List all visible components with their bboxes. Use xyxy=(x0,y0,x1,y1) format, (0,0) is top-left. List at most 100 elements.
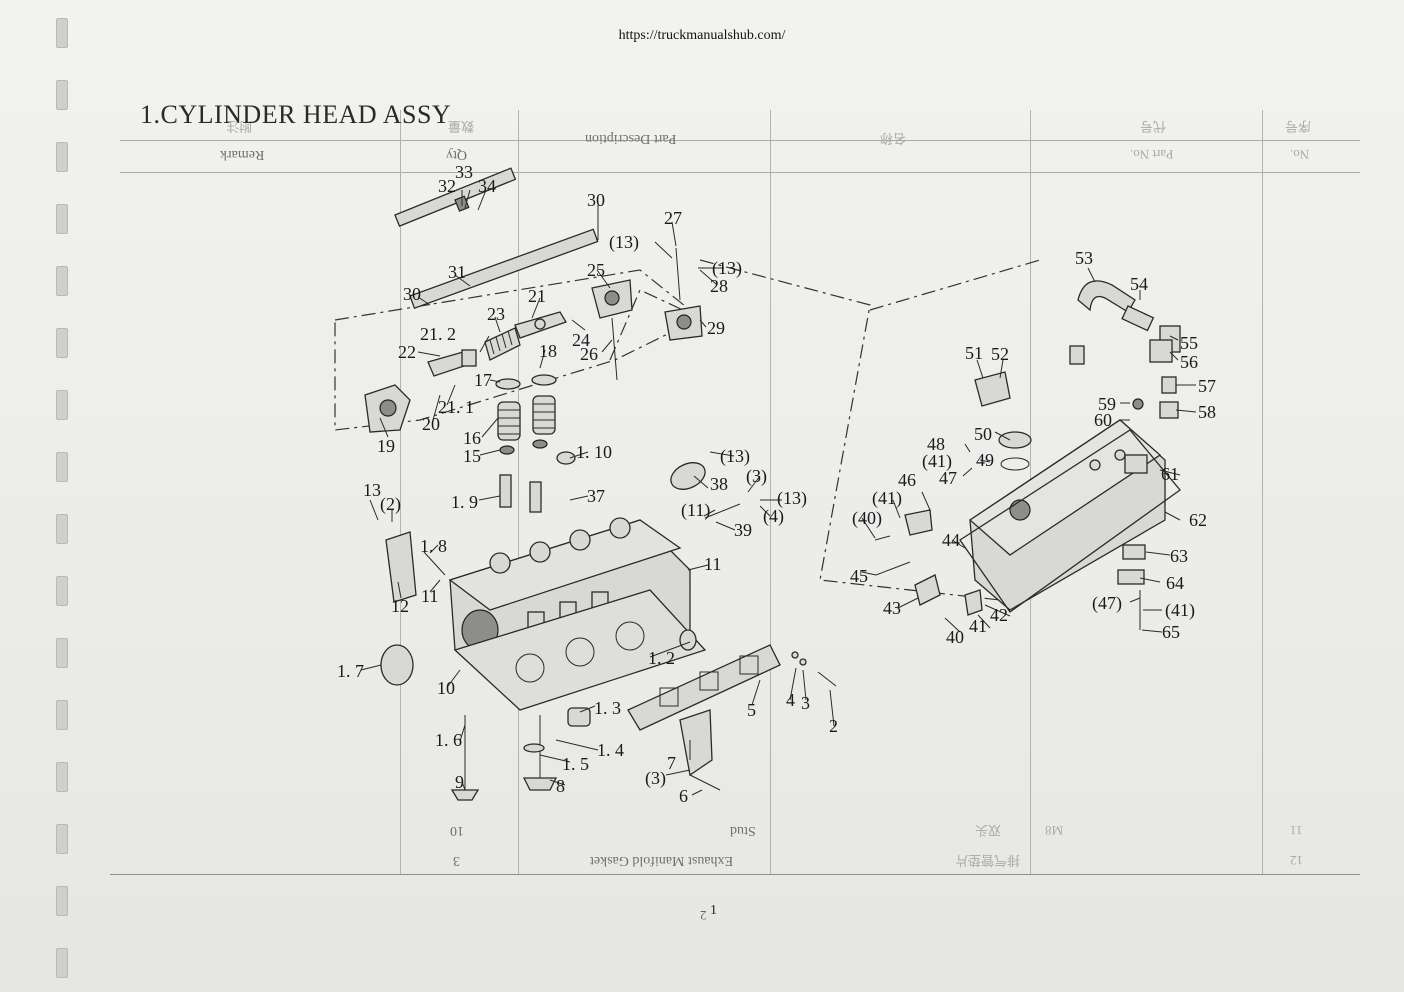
callout: 1. 9 xyxy=(451,492,478,512)
callout: 53 xyxy=(1075,248,1093,268)
callout: 21. 1 xyxy=(438,397,474,417)
binder-hole xyxy=(56,886,68,916)
callout: 15 xyxy=(463,446,481,466)
rocker-arm-21 xyxy=(514,311,567,339)
callout: 9 xyxy=(455,772,464,792)
callout: 34 xyxy=(478,176,496,196)
callout: 19 xyxy=(377,436,395,456)
callout: 52 xyxy=(991,344,1009,364)
callout: 32 xyxy=(438,176,456,196)
bracket-46 xyxy=(904,509,933,536)
callout: 13 xyxy=(363,480,381,500)
callout: 23 xyxy=(487,304,505,324)
stud-1-8 xyxy=(423,551,446,576)
plug-1-7 xyxy=(380,644,414,686)
callout: 1. 4 xyxy=(597,740,624,760)
callout: 1. 2 xyxy=(648,648,675,668)
guide-1-9b xyxy=(529,481,542,513)
valve-9 xyxy=(450,715,480,801)
binder-hole xyxy=(56,576,68,606)
table-column-rule xyxy=(770,110,771,874)
table-rule xyxy=(120,140,1360,141)
binder-hole xyxy=(56,762,68,792)
mirrored-page-number: 2 xyxy=(700,908,707,923)
callout: 1. 10 xyxy=(576,442,612,462)
callout: 12 xyxy=(391,596,409,616)
callout: (13) xyxy=(712,258,742,279)
table-column-rule xyxy=(1262,110,1263,874)
fitting-56 xyxy=(1149,339,1173,363)
hose-53 xyxy=(1077,280,1136,313)
binder-hole xyxy=(56,266,68,296)
callout: 64 xyxy=(1166,573,1184,593)
spring-23 xyxy=(484,327,521,361)
clip-57 xyxy=(1161,376,1177,394)
callout: 21 xyxy=(528,286,546,306)
callout: 44 xyxy=(942,530,960,550)
seat-1-5 xyxy=(523,743,545,753)
valve-8 xyxy=(522,715,558,791)
page-title: 1.CYLINDER HEAD ASSY xyxy=(140,100,452,129)
binder-hole xyxy=(56,700,68,730)
seal-50b xyxy=(1000,457,1030,471)
callout: 58 xyxy=(1198,402,1216,422)
valve-spring-16 xyxy=(497,401,521,441)
plate-51 xyxy=(974,371,1011,407)
washer-22 xyxy=(461,349,477,367)
table-rule xyxy=(120,172,1360,173)
callout: 49 xyxy=(976,450,994,470)
callout: 31 xyxy=(448,262,466,282)
seat-1-3 xyxy=(567,707,591,727)
binder-hole xyxy=(56,514,68,544)
callout: 17 xyxy=(474,370,492,390)
callout: (47) xyxy=(1092,593,1122,614)
callout: (41) xyxy=(1165,600,1195,621)
cover-group-outline xyxy=(699,259,1001,601)
table-rule xyxy=(110,874,1360,875)
callout: 1. 3 xyxy=(594,698,621,718)
callout: 7 xyxy=(667,753,676,773)
callout: 1. 7 xyxy=(337,661,364,681)
callout: 61 xyxy=(1161,464,1179,484)
cover-group-outline xyxy=(869,259,1041,311)
retainer-17 xyxy=(495,378,521,390)
callout: (3) xyxy=(746,466,767,487)
callout: 59 xyxy=(1098,394,1116,414)
callout: 30 xyxy=(587,190,605,210)
bolt-59 xyxy=(1132,398,1144,410)
binder-hole xyxy=(56,80,68,110)
binder-holes xyxy=(0,0,100,992)
valve-spring-16b xyxy=(532,395,556,435)
callout: 39 xyxy=(734,520,752,540)
callout: 22 xyxy=(398,342,416,362)
callout: 40 xyxy=(946,627,964,647)
callout: 37 xyxy=(587,486,605,506)
callout: 28 xyxy=(710,276,728,296)
callout: (41) xyxy=(922,451,952,472)
callout: 42 xyxy=(990,605,1008,625)
block-58 xyxy=(1159,401,1179,419)
callout-labels: 33 32 34 30 27 (13) (13) 28 31 25 30 21 … xyxy=(337,162,1216,806)
callout: 27 xyxy=(664,208,682,228)
callout: (11) xyxy=(681,500,710,521)
rocker-support-19 xyxy=(364,384,411,433)
rocker-support-29 xyxy=(664,305,703,341)
gasket-7 xyxy=(679,709,713,777)
table-column-rule xyxy=(518,110,519,874)
callout: 18 xyxy=(539,341,557,361)
callout: 47 xyxy=(939,468,957,488)
valve-cover-61 xyxy=(968,419,1166,611)
sleeve-52 xyxy=(1069,345,1085,365)
callout: 38 xyxy=(710,474,728,494)
retainer-18 xyxy=(531,374,557,386)
callout: 20 xyxy=(422,414,440,434)
callout: 5 xyxy=(747,700,756,720)
bolt-39 xyxy=(704,503,741,519)
table-column-rule xyxy=(400,110,401,874)
callout: (40) xyxy=(852,508,882,529)
callout: 50 xyxy=(974,424,992,444)
plate-64 xyxy=(1117,569,1145,585)
callout: 8 xyxy=(556,776,565,796)
callout: 11 xyxy=(704,554,721,574)
